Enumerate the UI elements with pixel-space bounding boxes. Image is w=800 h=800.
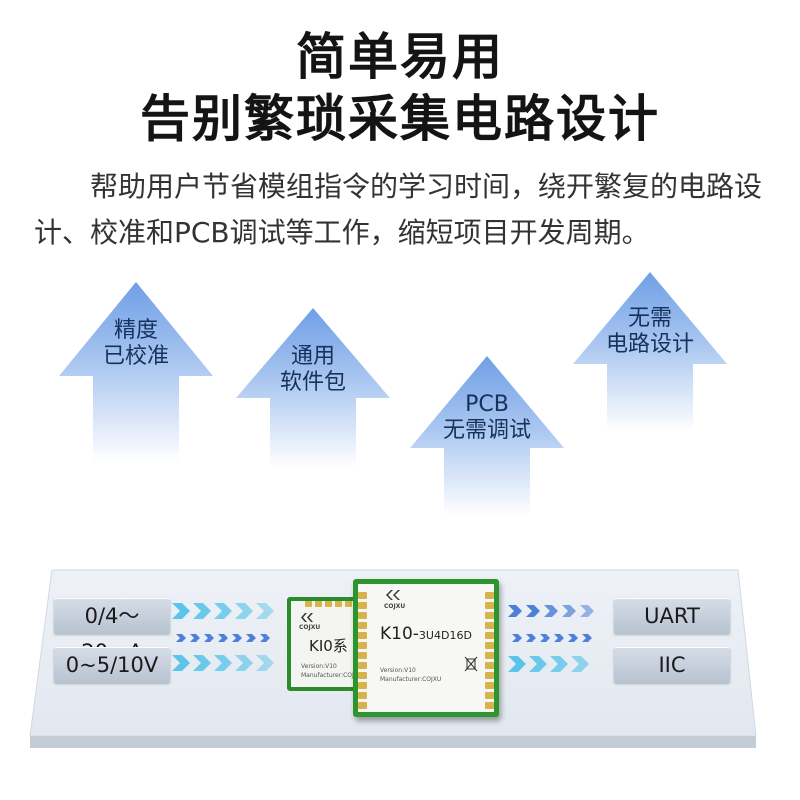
feature-arrow-pcb: PCB 无需调试 [410,356,564,516]
module-main: COJXU K10-3U4D16D Version:V10 Manufactur… [353,579,499,717]
brand-logo-icon [386,590,400,600]
input-voltage-range: 0~5/10V [54,647,170,683]
headline-line-2: 告别繁琐采集电路设计 [140,90,660,148]
description-paragraph: 帮助用户节省模组指令的学习时间，绕开繁复的电路设计、校准和PCB调试等工作，缩短… [34,170,763,249]
up-arrow-icon [236,308,390,468]
module-main-model-prefix: K10- [380,624,419,644]
module-main-model: K10-3U4D16D [380,624,472,644]
up-arrow-icon [573,272,727,432]
module-small-brand: COJXU [299,624,321,631]
chevron-left-middle [176,634,270,642]
brand-logo-icon [301,613,313,622]
output-iic: IIC [614,647,730,683]
feature-label-top: 通用 [290,344,335,369]
module-main-model-suffix: 3U4D16D [418,629,472,642]
feature-arrow-no-circuit: 无需 电路设计 [573,272,727,432]
chevron-left-bottom [172,655,274,671]
output-uart: UART [614,598,730,634]
feature-arrow-calibrated: 精度 已校准 [59,282,213,462]
headline-line-1: 简单易用 [296,28,504,86]
module-main-manufacturer: Manufacturer:COJXU [380,676,442,683]
feature-label-bottom: 无需调试 [442,418,531,443]
feature-arrow-software: 通用 软件包 [236,308,390,468]
module-small-model: KI0系 [309,637,348,655]
chevron-right-top [508,605,594,617]
feature-label-bottom: 软件包 [279,370,346,395]
feature-label-top: PCB [465,392,509,417]
module-main-brand: COJXU [384,603,406,610]
input-current-range: 0/4～20mA [54,598,170,664]
up-arrow-icon [410,356,564,516]
up-arrow-icon [59,282,213,462]
feature-label-top: 精度 [113,318,158,343]
feature-label-bottom: 电路设计 [605,332,694,357]
module-small-version: Version:V10 [301,663,337,670]
weee-recycle-icon [464,656,478,672]
feature-label-top: 无需 [627,306,672,331]
module-main-version: Version:V10 [380,667,416,674]
chevron-right-middle [512,634,592,642]
module-small-manufacturer: Manufacturer:COJ [301,672,354,679]
chevron-left-top [172,603,274,619]
feature-label-bottom: 已校准 [102,344,169,369]
chevron-right-bottom [508,656,589,672]
